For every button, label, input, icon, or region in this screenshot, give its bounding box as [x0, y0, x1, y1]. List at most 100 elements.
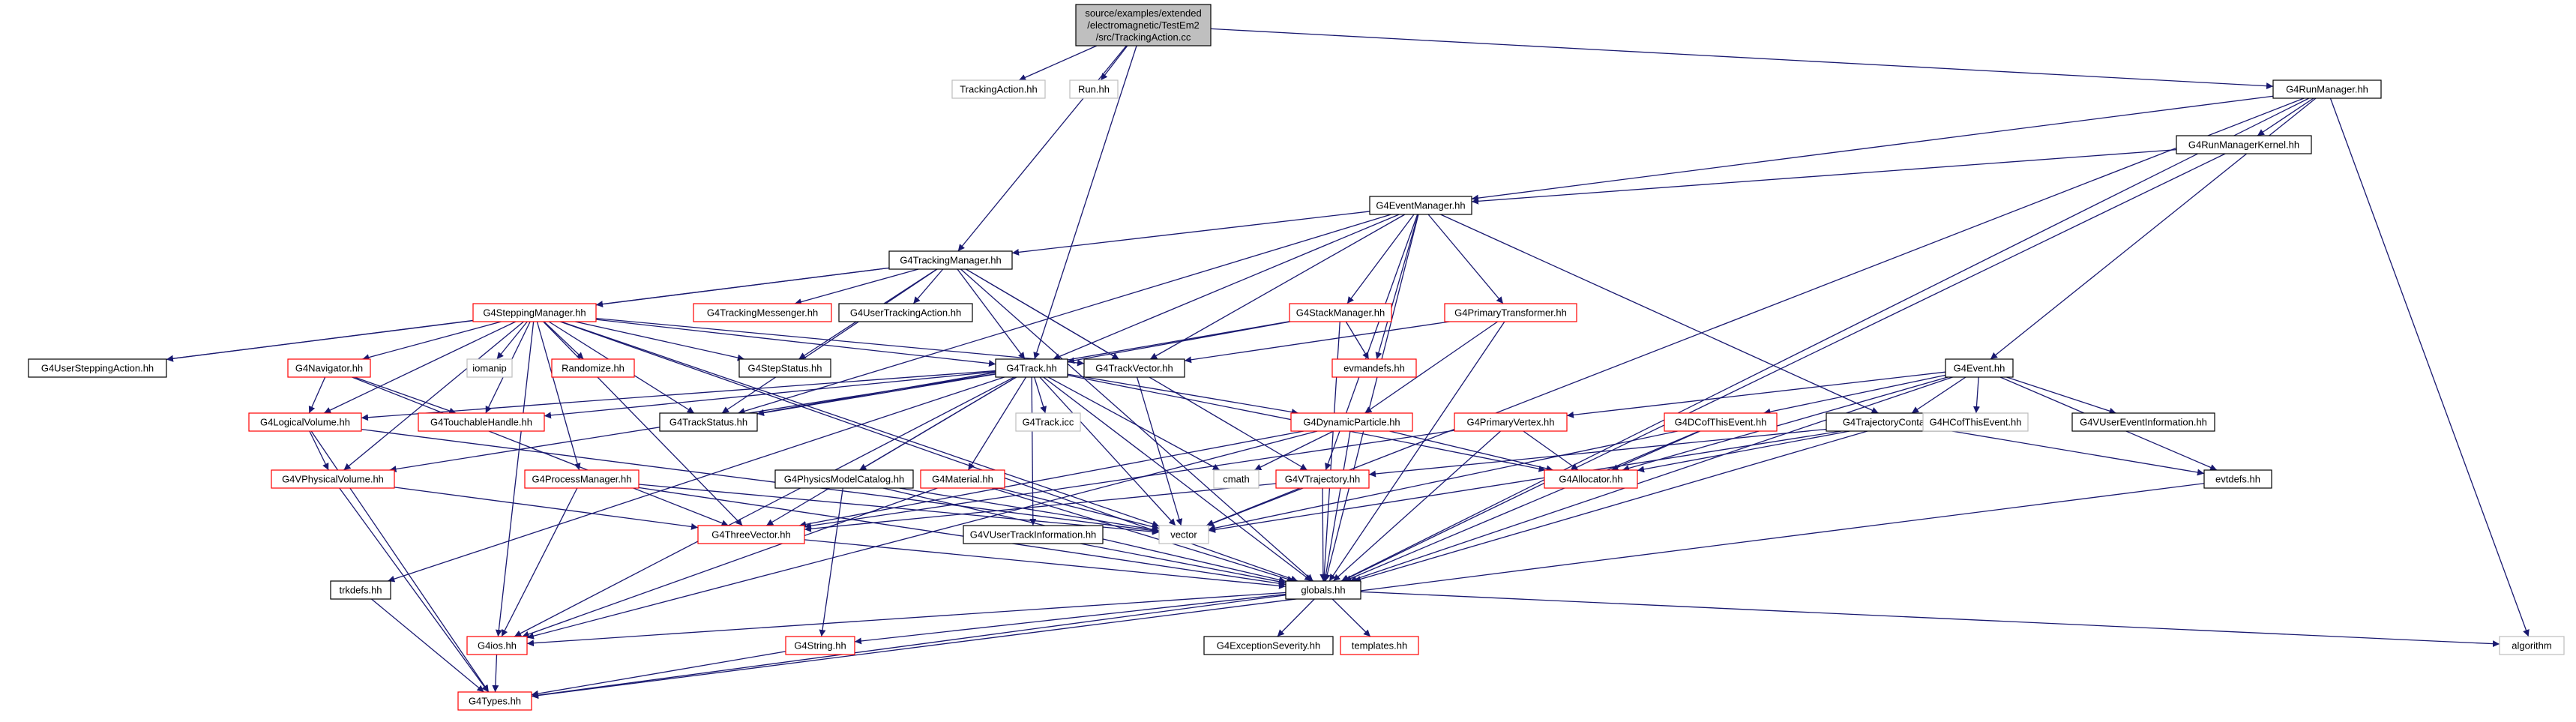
- node-allocator[interactable]: G4Allocator.hh: [1544, 469, 1638, 489]
- edge-runmanager-to-eventmanager: [1471, 95, 2274, 202]
- node-label-vector-0: vector: [1170, 529, 1197, 541]
- dependency-edge: [854, 593, 1287, 645]
- edge-track-to-threevector: [765, 376, 1017, 526]
- dependency-edge: [495, 321, 535, 637]
- edge-eventmanager-to-stackmanager: [1346, 214, 1415, 304]
- node-label-randomize-0: Randomize.hh: [562, 363, 625, 374]
- node-stackmanager[interactable]: G4StackManager.hh: [1289, 303, 1392, 322]
- node-label-stepstatus-0: G4StepStatus.hh: [747, 363, 822, 374]
- node-label-material-0: G4Material.hh: [932, 474, 993, 485]
- node-dynamicparticle[interactable]: G4DynamicParticle.hh: [1290, 412, 1413, 432]
- node-box-evtdefs: [2203, 469, 2272, 489]
- node-touchablehandle[interactable]: G4TouchableHandle.hh: [418, 412, 545, 432]
- dependency-edge: [1184, 321, 1450, 364]
- node-globals[interactable]: globals.hh: [1285, 580, 1361, 600]
- dependency-edge: [967, 376, 1027, 471]
- edge-steppingmanager-to-navigator: [362, 321, 502, 361]
- node-evmandefs[interactable]: evmandefs.hh: [1331, 358, 1417, 378]
- edge-logicalvolume-to-physicalvolume: [309, 430, 329, 471]
- dependency-edge: [2006, 376, 2116, 415]
- node-root[interactable]: source/examples/extended/electromagnetic…: [1075, 4, 1212, 46]
- node-stepstatus[interactable]: G4StepStatus.hh: [738, 358, 831, 378]
- dependency-edge: [354, 376, 457, 415]
- dependency-edge: [1210, 28, 2274, 90]
- edge-steppingmanager-to-stepstatus: [575, 321, 744, 361]
- node-trackvector[interactable]: G4TrackVector.hh: [1083, 358, 1185, 378]
- edge-primaryvertex-to-allocator: [1523, 430, 1579, 471]
- node-trackingmanager[interactable]: G4TrackingManager.hh: [888, 250, 1013, 270]
- edge-string-to-types: [531, 651, 786, 697]
- edge-track-to-touchablehandle: [544, 371, 996, 419]
- edge-processmanager-to-vector: [638, 484, 1160, 535]
- edge-trajectorycontainer-to-vtrajectory: [1368, 428, 1827, 478]
- dependency-edge: [339, 487, 489, 693]
- node-material[interactable]: G4Material.hh: [920, 469, 1005, 489]
- edge-processmanager-to-globals: [638, 487, 1287, 587]
- node-box-trkdefs: [330, 580, 391, 600]
- node-navigator[interactable]: G4Navigator.hh: [287, 358, 371, 378]
- node-evtdefs[interactable]: evtdefs.hh: [2203, 469, 2272, 489]
- node-trkdefs[interactable]: trkdefs.hh: [330, 580, 391, 600]
- edge-logicalvolume-to-vector: [361, 428, 1160, 535]
- node-eventmanager[interactable]: G4EventManager.hh: [1369, 196, 1472, 215]
- node-runmanagerkernel[interactable]: G4RunManagerKernel.hh: [2176, 135, 2312, 154]
- dependency-edge: [575, 321, 744, 361]
- edge-track-to-cmath: [1047, 376, 1221, 471]
- node-primaryvertex[interactable]: G4PrimaryVertex.hh: [1454, 412, 1568, 432]
- dependency-edge: [721, 268, 938, 414]
- node-event[interactable]: G4Event.hh: [1945, 358, 2014, 378]
- dependency-edge: [1039, 376, 1176, 526]
- node-label-dcofthisevent-0: G4DCofThisEvent.hh: [1675, 417, 1767, 428]
- node-box-event: [1945, 358, 2014, 378]
- edge-steppingmanager-to-trackvector: [595, 317, 1085, 367]
- dependency-edge: [531, 595, 1287, 699]
- node-randomize[interactable]: Randomize.hh: [551, 358, 635, 378]
- node-processmanager[interactable]: G4ProcessManager.hh: [524, 469, 640, 489]
- node-vtrajectory[interactable]: G4VTrajectory.hh: [1275, 469, 1370, 489]
- edge-track-to-vector: [1039, 376, 1176, 526]
- node-string[interactable]: G4String.hh: [785, 636, 855, 655]
- dependency-edge: [1047, 376, 1221, 471]
- dependency-edge: [794, 268, 919, 305]
- node-ios[interactable]: G4ios.hh: [466, 636, 528, 655]
- node-usertrackingaction[interactable]: G4UserTrackingAction.hh: [838, 303, 973, 322]
- node-label-usersteppingaction-0: G4UserSteppingAction.hh: [41, 363, 154, 374]
- node-physicsmodelcatalog[interactable]: G4PhysicsModelCatalog.hh: [774, 469, 914, 489]
- edge-vtrajectory-to-globals: [1319, 487, 1327, 582]
- node-exceptionseverity[interactable]: G4ExceptionSeverity.hh: [1203, 636, 1334, 655]
- node-box-usertrackingaction: [838, 303, 973, 322]
- edge-dcofthisevent-to-vector: [1208, 430, 1678, 532]
- node-steppingmanager[interactable]: G4SteppingManager.hh: [472, 303, 597, 322]
- node-box-primarytransformer: [1444, 303, 1577, 322]
- node-vusertrackinfo[interactable]: G4VUserTrackInformation.hh: [963, 525, 1104, 544]
- node-threevector[interactable]: G4ThreeVector.hh: [697, 525, 805, 544]
- node-box-dynamicparticle: [1290, 412, 1413, 432]
- dependency-edge: [595, 319, 996, 367]
- dependency-edge: [1033, 45, 1137, 360]
- node-track[interactable]: G4Track.hh: [995, 358, 1068, 378]
- dependency-edge: [957, 45, 1127, 252]
- node-runmanager[interactable]: G4RunManager.hh: [2272, 79, 2382, 99]
- node-trackingmessenger[interactable]: G4TrackingMessenger.hh: [693, 303, 832, 322]
- dependency-edge: [595, 317, 1085, 367]
- edge-steppingmanager-to-track: [595, 319, 996, 367]
- node-types[interactable]: G4Types.hh: [457, 691, 532, 711]
- edge-trackingmanager-to-trackingmessenger: [794, 268, 919, 305]
- node-dcofthisevent[interactable]: G4DCofThisEvent.hh: [1664, 412, 1778, 432]
- node-usersteppingaction[interactable]: G4UserSteppingAction.hh: [28, 358, 167, 378]
- dependency-edge: [1206, 97, 2305, 526]
- node-box-vector: [1158, 525, 1209, 544]
- edge-track-to-trackstatus: [756, 373, 996, 417]
- edge-dcofthisevent-to-allocator: [1611, 430, 1700, 471]
- node-veventuserinfo[interactable]: G4VUserEventInformation.hh: [2071, 412, 2215, 432]
- node-label-types-0: G4Types.hh: [469, 696, 521, 707]
- node-label-navigator-0: G4Navigator.hh: [295, 363, 363, 374]
- node-trackstatus[interactable]: G4TrackStatus.hh: [659, 412, 758, 432]
- edge-eventmanager-to-globals: [1323, 214, 1419, 582]
- edge-root-to-run: [1100, 45, 1128, 81]
- node-logicalvolume[interactable]: G4LogicalVolume.hh: [248, 412, 362, 432]
- dependency-edge: [166, 319, 474, 362]
- node-physicalvolume[interactable]: G4VPhysicalVolume.hh: [271, 469, 395, 489]
- node-templates[interactable]: templates.hh: [1340, 636, 1419, 655]
- node-primarytransformer[interactable]: G4PrimaryTransformer.hh: [1444, 303, 1577, 322]
